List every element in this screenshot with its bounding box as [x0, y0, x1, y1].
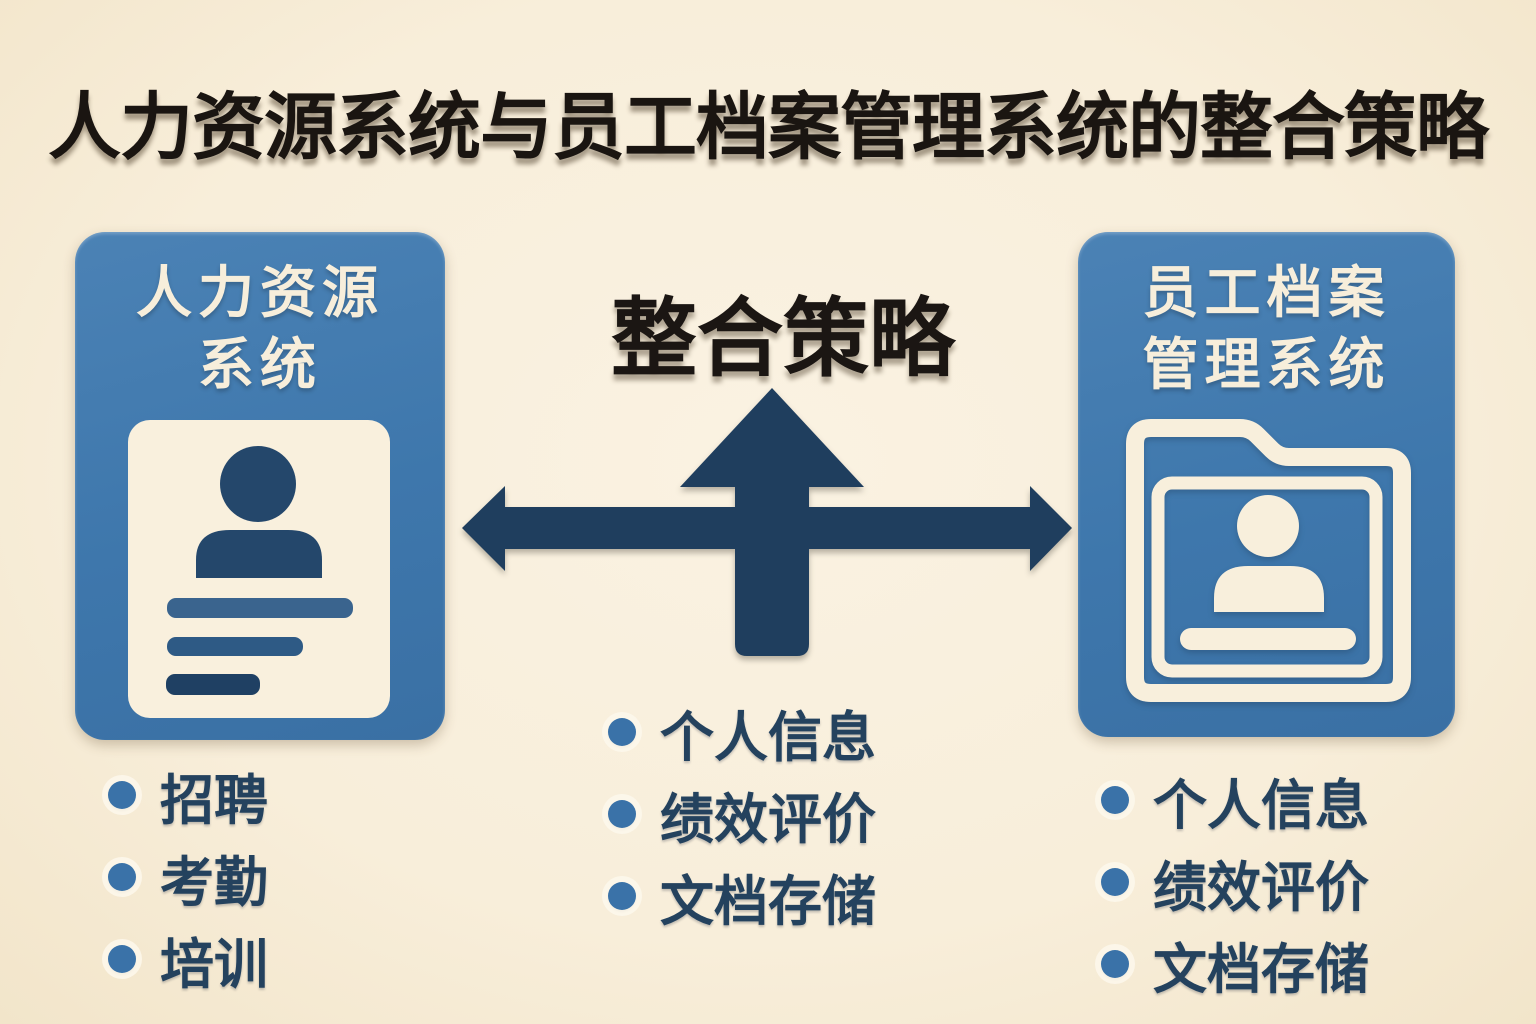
folder-window-frame	[1151, 476, 1383, 678]
integration-bullet-list: 个人信息 绩效评价 文档存储	[608, 702, 876, 948]
id-card-person-icon	[128, 420, 390, 718]
bullet-dot-icon	[608, 718, 636, 746]
bullet-label: 绩效评价	[1153, 855, 1369, 919]
hr-system-panel-title: 人力资源 系统	[75, 232, 445, 402]
person-shoulders-shape	[196, 530, 322, 578]
hr-bullet-list: 招聘 考勤 培训	[108, 765, 268, 1011]
hr-system-title-line2: 系统	[198, 333, 322, 398]
bullet-label: 绩效评价	[660, 787, 876, 851]
folder-outline-shape	[1126, 419, 1411, 702]
list-item: 招聘	[108, 765, 268, 832]
list-item: 个人信息	[608, 702, 876, 769]
bullet-label: 文档存储	[1153, 937, 1369, 1001]
list-item: 考勤	[108, 847, 268, 914]
bullet-label: 招聘	[160, 768, 268, 832]
list-item: 文档存储	[1101, 934, 1369, 1001]
bullet-dot-icon	[108, 863, 136, 891]
bullet-dot-icon	[108, 781, 136, 809]
hr-system-title-line1: 人力资源	[136, 261, 384, 326]
archive-bullet-list: 个人信息 绩效评价 文档存储	[1101, 770, 1369, 1016]
list-item: 文档存储	[608, 866, 876, 933]
card-text-line-2	[167, 637, 303, 656]
diagram-title: 人力资源系统与员工档案管理系统的整合策略	[48, 85, 1489, 170]
bullet-dot-icon	[108, 945, 136, 973]
archive-system-panel-title: 员工档案 管理系统	[1078, 232, 1455, 402]
integration-strategy-heading: 整合策略	[611, 289, 955, 389]
person-shoulders-shape	[1214, 566, 1324, 612]
bullet-dot-icon	[608, 882, 636, 910]
card-text-line-1	[167, 598, 353, 618]
three-way-arrow-icon	[462, 388, 1072, 656]
list-item: 个人信息	[1101, 770, 1369, 837]
bullet-label: 个人信息	[660, 705, 876, 769]
list-item: 培训	[108, 929, 268, 996]
bullet-label: 个人信息	[1153, 773, 1369, 837]
folder-name-bar	[1180, 628, 1356, 650]
person-head-shape	[1237, 495, 1299, 557]
card-text-line-3	[166, 674, 260, 695]
bullet-dot-icon	[1101, 868, 1129, 896]
list-item: 绩效评价	[1101, 852, 1369, 919]
bullet-label: 考勤	[160, 850, 268, 914]
three-way-arrow-shape	[462, 388, 1072, 656]
archive-system-title-line1: 员工档案	[1142, 261, 1391, 326]
bullet-dot-icon	[1101, 786, 1129, 814]
person-head-shape	[220, 446, 296, 522]
archive-system-title-line2: 管理系统	[1142, 333, 1391, 398]
bullet-dot-icon	[608, 800, 636, 828]
bullet-label: 培训	[160, 932, 268, 996]
list-item: 绩效评价	[608, 784, 876, 851]
bullet-label: 文档存储	[660, 869, 876, 933]
folder-person-icon	[1126, 419, 1411, 702]
bullet-dot-icon	[1101, 950, 1129, 978]
